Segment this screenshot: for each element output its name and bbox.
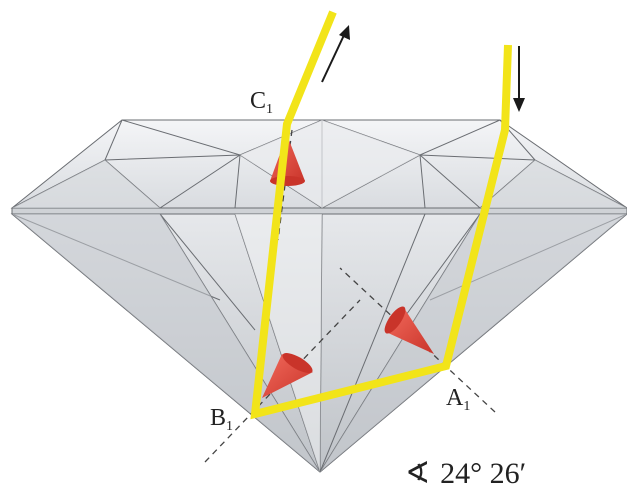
crown-shade-right <box>480 160 627 208</box>
normal-line-a <box>339 267 496 413</box>
pavilion-shade-center <box>235 214 322 472</box>
angle-label: ∢ 24° 26′ <box>405 457 526 490</box>
arrow-up <box>321 25 350 83</box>
cone-b <box>262 353 313 398</box>
pavilion-shade-right <box>320 214 627 472</box>
red-cones <box>262 135 434 398</box>
diamond-girdle <box>11 207 627 215</box>
pavilion-shade-left <box>12 214 320 472</box>
label-b1: B1 <box>210 405 233 434</box>
angle-icon: ∢ <box>405 457 430 490</box>
crown-shade-left <box>12 160 160 208</box>
light-ray <box>250 10 512 420</box>
angle-value: 24° 26′ <box>440 457 526 490</box>
label-c1: C1 <box>250 88 273 117</box>
label-a1: A1 <box>446 385 470 414</box>
arrow-down <box>513 46 525 112</box>
diamond <box>10 119 627 473</box>
cone-a <box>384 306 434 354</box>
